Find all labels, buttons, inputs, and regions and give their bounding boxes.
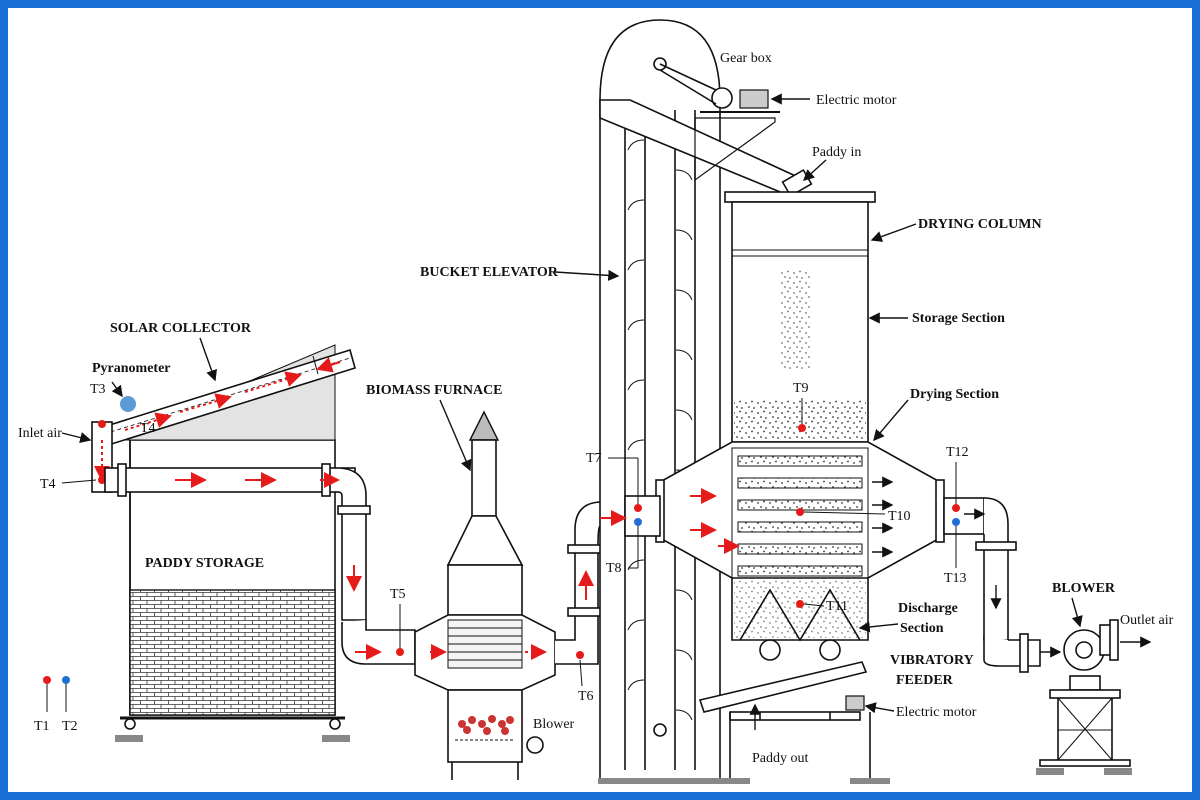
t6-sensor	[576, 651, 584, 659]
solar-collector-label: SOLAR COLLECTOR	[110, 321, 252, 336]
paddy-storage-label: PADDY STORAGE	[145, 556, 264, 571]
vibratory-feeder-label-2: FEEDER	[896, 673, 954, 688]
outlet-duct: T12 T13	[943, 445, 1062, 673]
t8-label: T8	[606, 561, 622, 576]
t11-label: T11	[826, 599, 848, 614]
t13-sensor	[952, 518, 960, 526]
t4-sensor	[98, 476, 106, 484]
t4-label: T4	[40, 477, 56, 492]
drying-column-label: DRYING COLUMN	[918, 217, 1042, 232]
t11-sensor	[796, 600, 804, 608]
electric-motor-bottom-icon	[845, 695, 865, 711]
t12-label: T12	[946, 445, 969, 460]
furnace-fire-icon	[458, 715, 514, 735]
storage-section-label: Storage Section	[912, 311, 1005, 326]
t7-label: T7	[586, 451, 602, 466]
t10-label: T10	[888, 509, 911, 524]
drying-trays	[737, 455, 863, 577]
t6-label: T6	[578, 689, 594, 704]
t2-label: T2	[62, 719, 78, 734]
gear-box-icon	[711, 87, 733, 109]
furnace-blower-icon	[526, 736, 544, 754]
biomass-furnace-label: BIOMASS FURNACE	[366, 383, 503, 398]
outlet-air-label: Outlet air	[1120, 613, 1174, 628]
collector-outlet-duct: T5	[104, 463, 416, 665]
furnace-blower-label: Blower	[533, 717, 575, 732]
t3-label: T3	[90, 382, 106, 397]
drying-column: T9 T10 T11	[655, 191, 1042, 784]
inlet-air-label: Inlet air	[18, 426, 62, 441]
electric-motor-top-label: Electric motor	[816, 93, 897, 108]
pyranometer-icon	[120, 396, 136, 412]
bucket-elevator: BUCKET ELEVATOR	[420, 19, 722, 784]
sensor-legend: T1 T2	[34, 676, 78, 734]
t5-sensor	[396, 648, 404, 656]
solar-collector: SOLAR COLLECTOR Pyranometer	[92, 321, 356, 448]
paddy-storage: PADDY STORAGE	[115, 439, 350, 742]
feed-chute: Gear box Electric motor Paddy in	[599, 51, 897, 198]
t7-sensor	[634, 504, 642, 512]
vibratory-feeder-label-1: VIBRATORY	[890, 653, 974, 668]
t9-sensor	[798, 424, 806, 432]
inlet-pipe: Inlet air T3 T4	[18, 382, 113, 493]
gear-box-label: Gear box	[720, 51, 772, 66]
drying-system-diagram: PADDY STORAGE SOLAR COLLECTOR Pyranomete…	[18, 19, 1174, 784]
t5-label: T5	[390, 587, 406, 602]
t10-sensor	[796, 508, 804, 516]
t12-sensor	[952, 504, 960, 512]
t1-sensor	[43, 676, 51, 684]
paddy-in-label: Paddy in	[812, 145, 861, 160]
t3-sensor	[98, 420, 106, 428]
t13-label: T13	[944, 571, 967, 586]
drying-section-label: Drying Section	[910, 387, 999, 402]
drying-inlet-sensors: T7 T8	[586, 451, 661, 576]
t8-sensor	[634, 518, 642, 526]
exhaust-blower: BLOWER Outlet air	[1036, 581, 1174, 775]
t1-label: T1	[34, 719, 50, 734]
blower-label: BLOWER	[1052, 581, 1116, 596]
bucket-elevator-label: BUCKET ELEVATOR	[420, 265, 559, 280]
blower-icon	[1063, 629, 1105, 671]
biomass-furnace: Blower BIOMASS FURNACE	[366, 383, 575, 780]
electric-motor-bottom-label: Electric motor	[896, 705, 977, 720]
electric-motor-top-icon	[739, 89, 769, 109]
discharge-section-label-2: Section	[900, 621, 944, 636]
discharge-section-label-1: Discharge	[898, 601, 958, 616]
t2-sensor	[62, 676, 70, 684]
t9-label: T9	[793, 381, 809, 396]
paddy-out-label: Paddy out	[752, 751, 809, 766]
collector-t-label: T4	[140, 421, 156, 436]
pyranometer-label: Pyranometer	[92, 361, 171, 376]
